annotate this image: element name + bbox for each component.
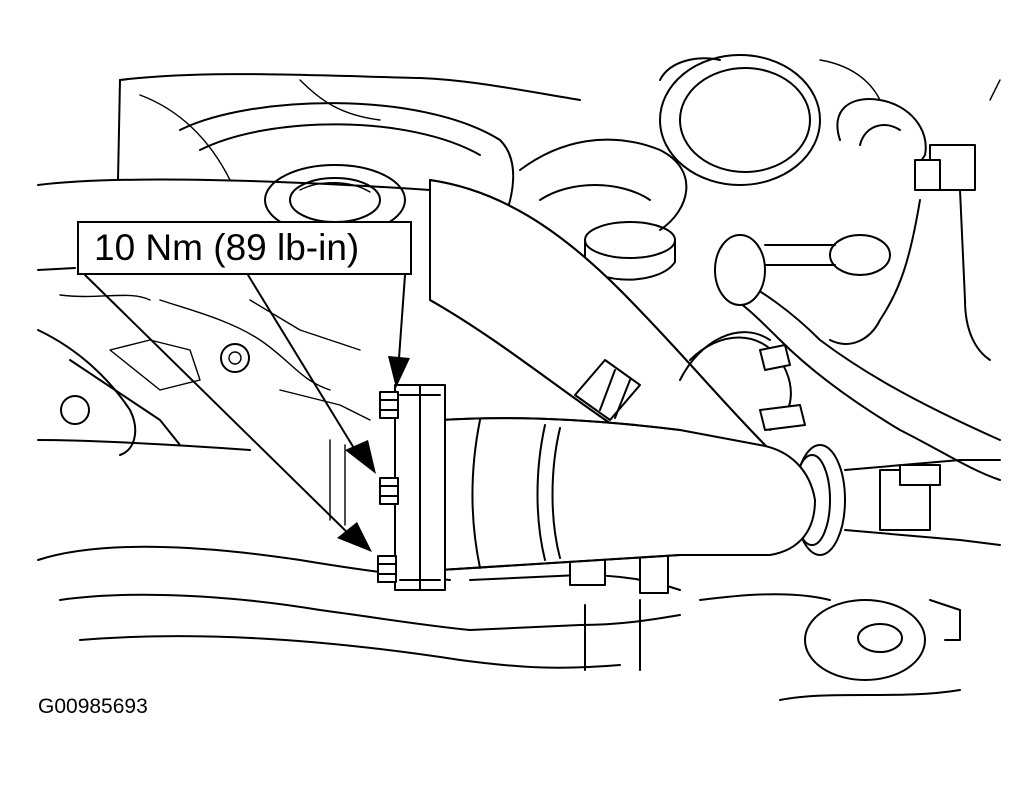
coolant-outlet-fitting [394,384,816,591]
right-hose-connector [679,234,1001,556]
lower-hoses [37,544,961,701]
torque-callout-box [77,221,412,275]
engine-background-outline [37,54,1001,526]
flange-bolts [377,391,399,583]
bolt-middle [379,477,399,505]
torque-spec-label: 10 Nm (89 lb-in) [94,227,360,268]
bolt-upper [379,391,399,419]
leader-arrows [84,274,410,552]
leader-arrow-icon [337,522,372,552]
figure-id-label: G00985693 [38,695,148,718]
bolt-lower [377,555,397,583]
leader-arrow-icon [388,356,410,388]
leader-arrow-icon [345,440,376,474]
